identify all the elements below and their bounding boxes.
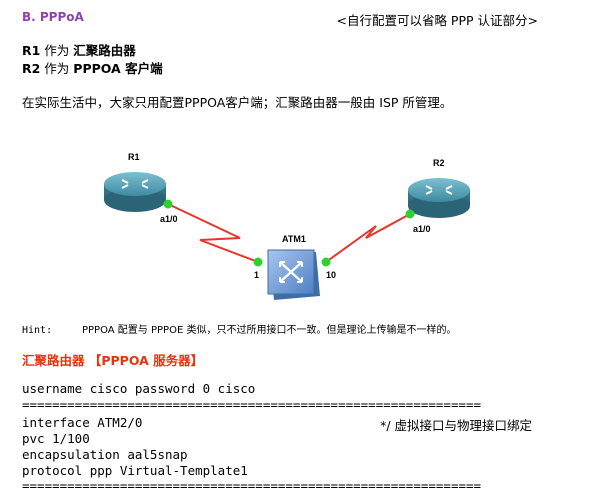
- router-r2-icon: [408, 178, 470, 218]
- role-key: R2: [22, 61, 41, 76]
- role-value: 汇聚路由器: [73, 43, 136, 58]
- intro-paragraph: 在实际生活中，大家只用配置PPPOA客户端；汇聚路由器一般由 ISP 所管理。: [22, 95, 453, 110]
- router-r1-icon: [104, 172, 166, 212]
- link-atm-r2: [325, 213, 411, 263]
- code-line-pvc: pvc 1/100: [22, 431, 90, 446]
- atm-port-right-label: 10: [326, 270, 336, 280]
- topology-diagram: R1 R2 ATM1 a1/0 a1/0 1 10: [104, 152, 470, 300]
- port-dot-atm-right: [321, 257, 331, 267]
- r2-port-label: a1/0: [413, 224, 431, 234]
- atm-label: ATM1: [282, 234, 306, 244]
- code-separator-bottom: ========================================…: [22, 478, 482, 493]
- section-note: <自行配置可以省略 PPP 认证部分>: [336, 13, 538, 28]
- role-text: 作为: [40, 61, 74, 76]
- server-title: 汇聚路由器 【PPPOA 服务器】: [22, 353, 204, 368]
- code-line-interface: interface ATM2/0: [22, 415, 143, 430]
- port-dot-r2: [405, 209, 415, 219]
- hint-text: PPPOA 配置与 PPPOE 类似，只不过所用接口不一致。但是理论上传输是不一…: [82, 325, 457, 336]
- port-dot-atm-left: [253, 257, 263, 267]
- hint-line: Hint: PPPOA 配置与 PPPOE 类似，只不过所用接口不一致。但是理论上…: [22, 321, 456, 336]
- port-dot-r1: [163, 199, 173, 209]
- code-separator: ========================================…: [22, 397, 482, 412]
- code-comment: */ 虚拟接口与物理接口绑定: [380, 418, 532, 433]
- atm-switch-icon: [267, 249, 320, 300]
- role-line-r1: R1 作为 汇聚路由器: [22, 40, 136, 59]
- role-text: 作为: [40, 43, 74, 58]
- r1-port-label: a1/0: [160, 214, 178, 224]
- role-key: R1: [22, 43, 41, 58]
- role-value: PPPOA 客户端: [73, 61, 163, 76]
- r1-label: R1: [128, 152, 140, 162]
- hint-label: Hint:: [22, 325, 53, 336]
- r2-label: R2: [433, 158, 445, 168]
- section-title: B. PPPoA: [22, 10, 84, 24]
- code-line-protocol: protocol ppp Virtual-Template1: [22, 463, 248, 478]
- code-line-encapsulation: encapsulation aal5snap: [22, 447, 188, 462]
- code-line-username: username cisco password 0 cisco: [22, 381, 256, 396]
- link-r1-atm: [167, 203, 259, 263]
- role-line-r2: R2 作为 PPPOA 客户端: [22, 58, 163, 77]
- atm-port-left-label: 1: [254, 270, 259, 280]
